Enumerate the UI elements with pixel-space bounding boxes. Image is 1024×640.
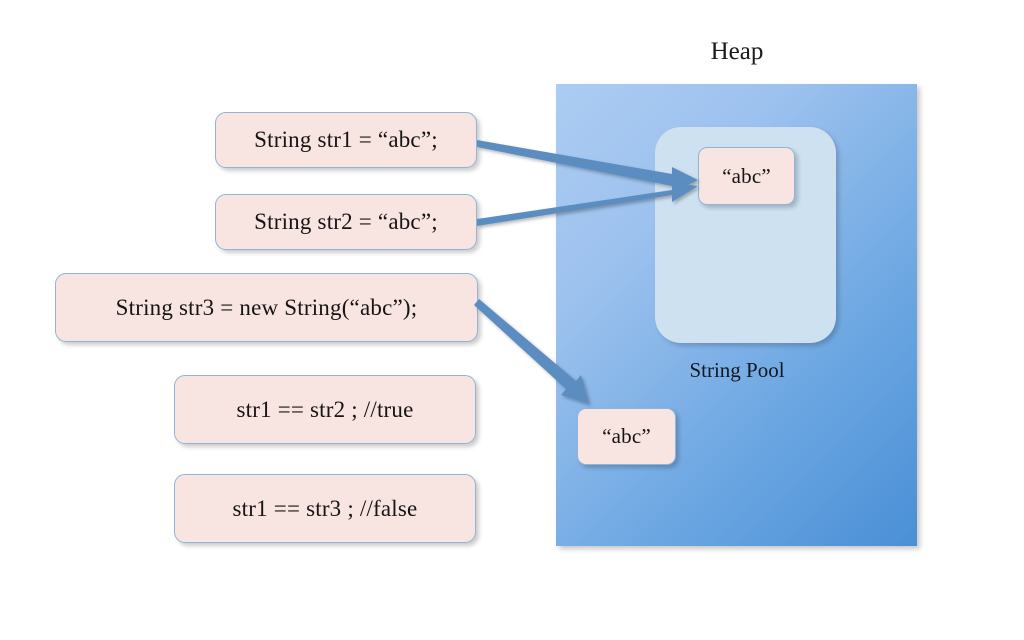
- str3-declaration-box: String str3 = new String(“abc”);: [55, 273, 478, 342]
- string-pool-label: String Pool: [689, 358, 785, 382]
- comparison-str1-str3-box: str1 == str3 ; //false: [174, 474, 476, 543]
- comparison-str1-str2-box: str1 == str2 ; //true: [174, 375, 476, 444]
- heap-object-abc-box: “abc”: [577, 408, 676, 465]
- heap-title: Heap: [710, 38, 764, 65]
- str1-declaration-box: String str1 = “abc”;: [215, 112, 477, 168]
- pool-literal-abc-box: “abc”: [698, 147, 795, 205]
- str2-declaration-box: String str2 = “abc”;: [215, 194, 477, 250]
